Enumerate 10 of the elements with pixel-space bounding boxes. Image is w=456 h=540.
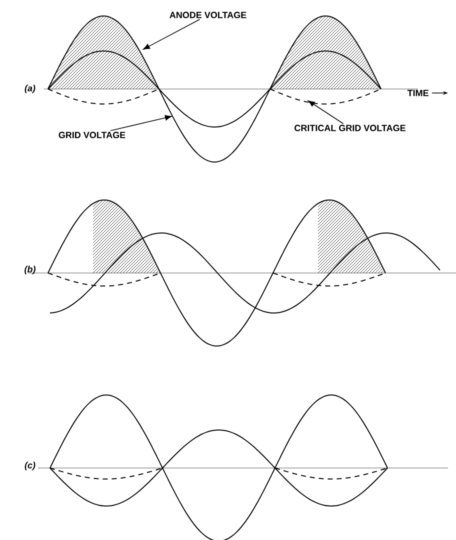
leader-line [110,115,172,132]
leader-line [308,100,344,124]
curve-label: GRID VOLTAGE [58,132,126,138]
curve-label: CRITICAL GRID VOLTAGE [294,124,406,132]
axis-label: TIME [407,90,428,96]
leader-line [143,18,200,50]
curve-label: ANODE VOLTAGE [170,12,246,18]
panel-label: (b) [24,266,36,274]
panel-label: (c) [24,462,36,470]
panel-label: (a) [24,84,36,94]
